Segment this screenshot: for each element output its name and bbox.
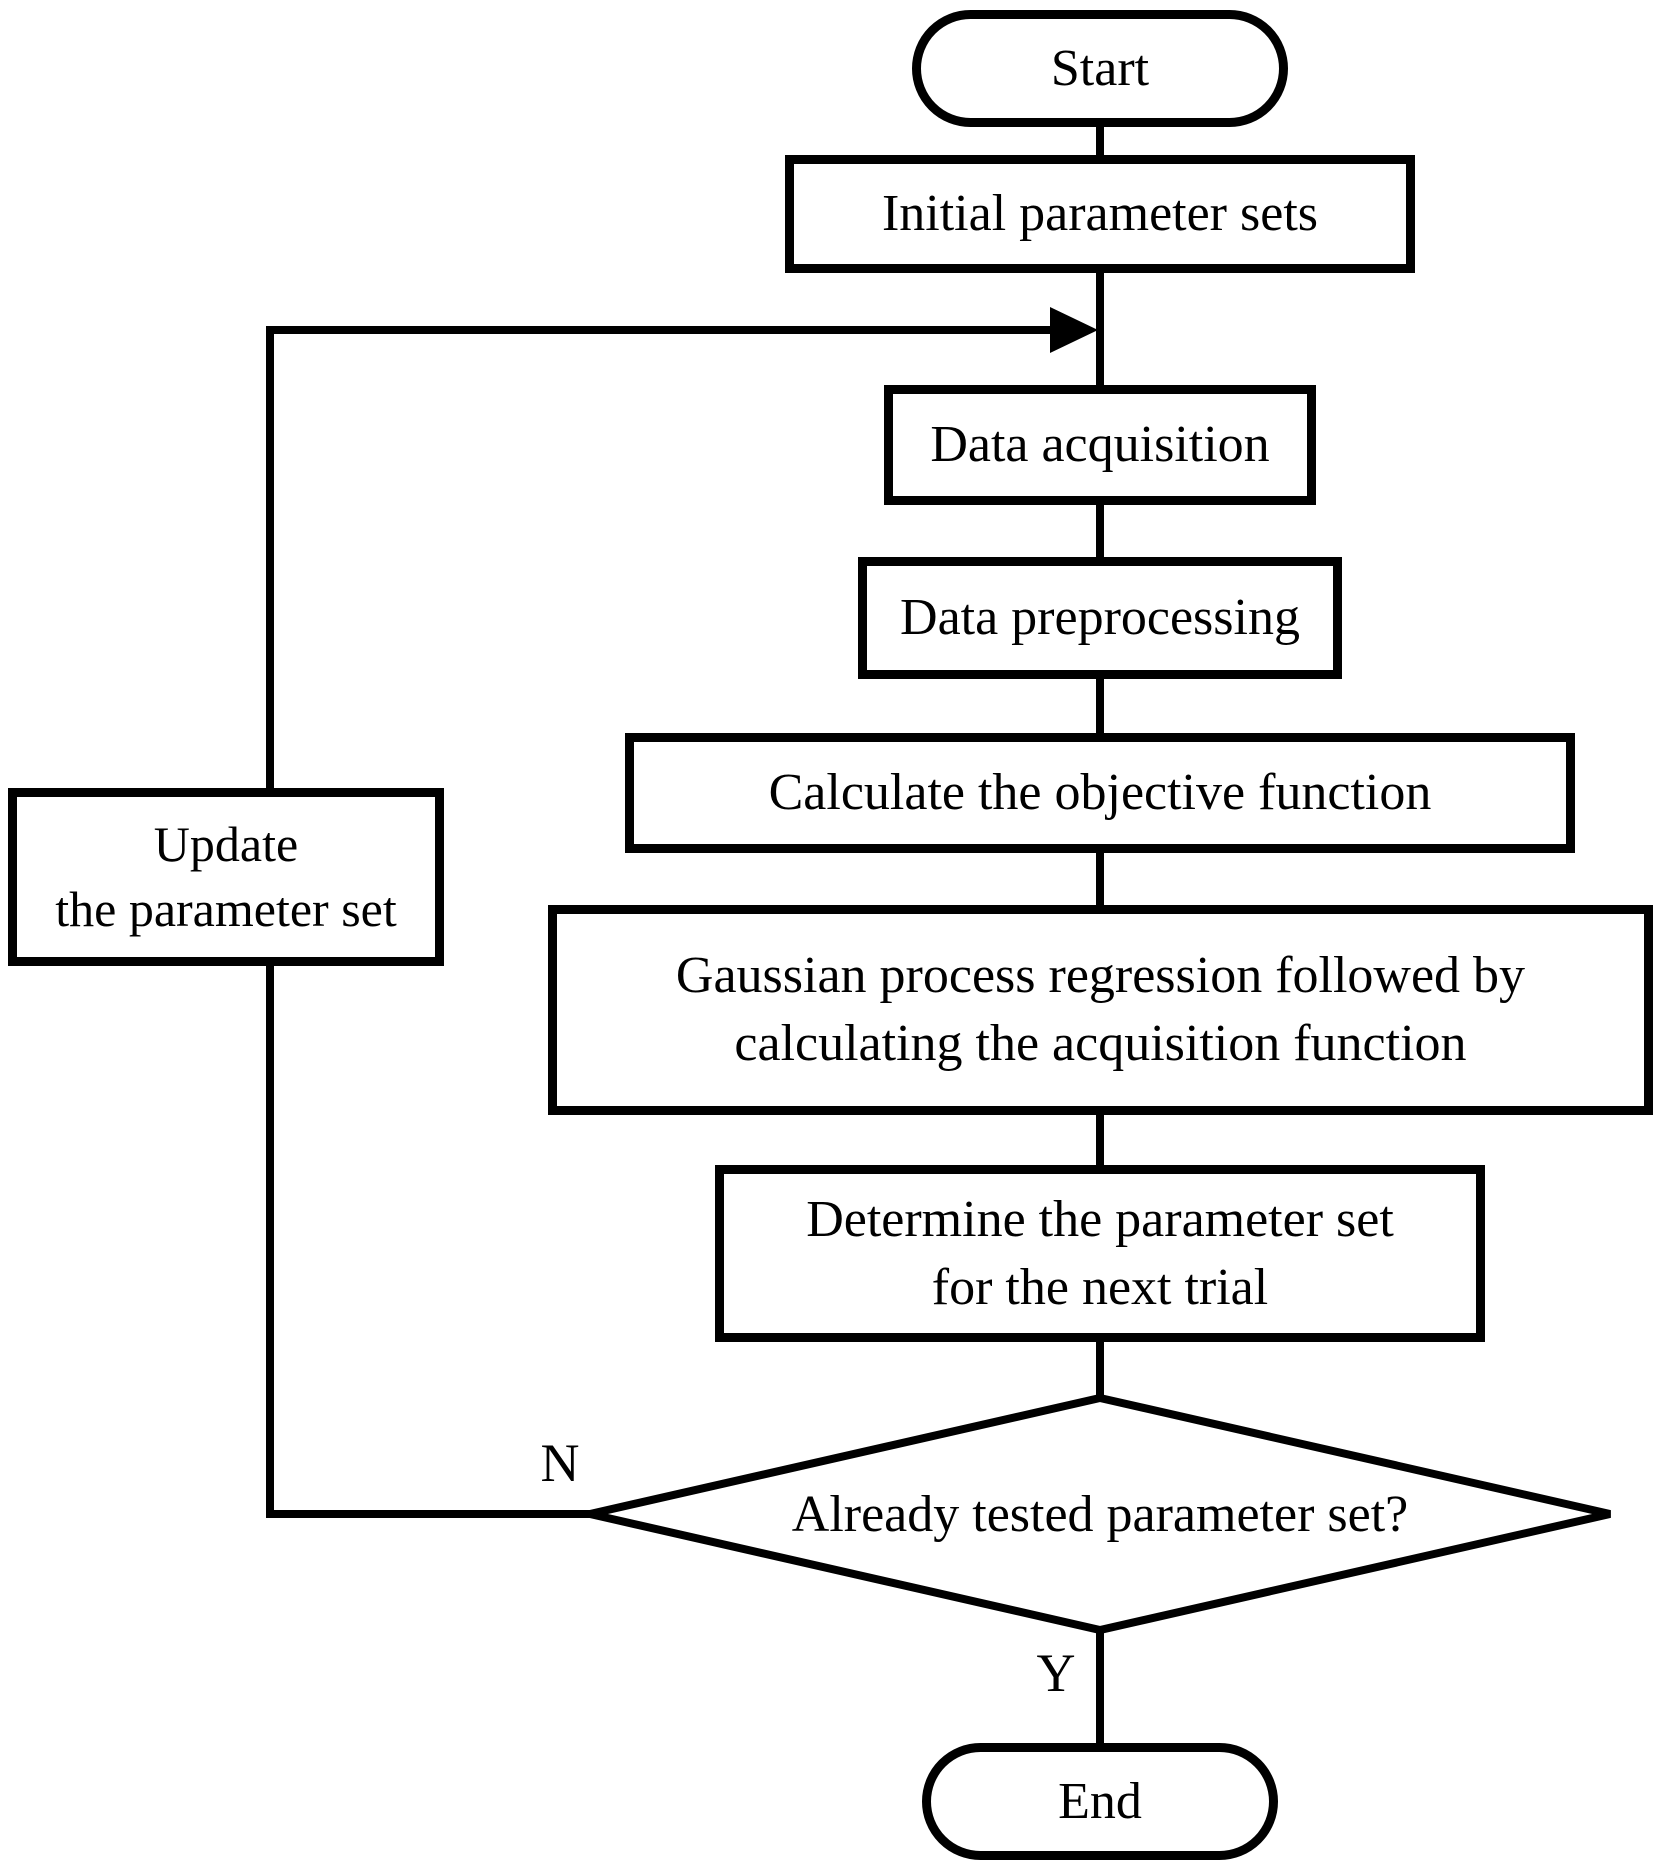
no-label: N bbox=[540, 1433, 580, 1493]
gaussian-process-regression-node: Gaussian process regression followed by … bbox=[548, 905, 1653, 1115]
yes-label: Y bbox=[1036, 1643, 1076, 1703]
decision-diamond-shape bbox=[589, 1393, 1611, 1635]
branch-label-no: N bbox=[520, 1430, 600, 1496]
update-parameter-set-node: Update the parameter set bbox=[8, 788, 444, 966]
data-preprocessing-node: Data preprocessing bbox=[858, 557, 1342, 679]
data-preprocessing-label: Data preprocessing bbox=[900, 589, 1300, 647]
already-tested-label: Already tested parameter set? bbox=[791, 1485, 1409, 1543]
initial-parameter-sets-node: Initial parameter sets bbox=[785, 155, 1415, 273]
data-acquisition-label: Data acquisition bbox=[930, 416, 1270, 474]
initial-parameter-sets-label: Initial parameter sets bbox=[881, 185, 1319, 243]
merge-arrowhead-icon bbox=[1050, 307, 1098, 353]
update-parameter-set-label: Update the parameter set bbox=[55, 816, 397, 937]
gaussian-process-regression-label: Gaussian process regression followed by … bbox=[675, 947, 1526, 1072]
start-node: Start bbox=[912, 10, 1288, 127]
end-node: End bbox=[922, 1743, 1278, 1860]
calculate-objective-function-label: Calculate the objective function bbox=[768, 764, 1432, 822]
decision-node-label: Already tested parameter set? bbox=[660, 1462, 1540, 1566]
determine-parameter-set-label: Determine the parameter set for the next… bbox=[806, 1190, 1394, 1316]
data-acquisition-node: Data acquisition bbox=[884, 385, 1316, 505]
calculate-objective-function-node: Calculate the objective function bbox=[625, 733, 1575, 853]
end-label: End bbox=[1058, 1772, 1142, 1830]
branch-label-yes: Y bbox=[1018, 1638, 1094, 1708]
start-label: Start bbox=[1050, 39, 1150, 97]
determine-parameter-set-node: Determine the parameter set for the next… bbox=[715, 1165, 1485, 1342]
